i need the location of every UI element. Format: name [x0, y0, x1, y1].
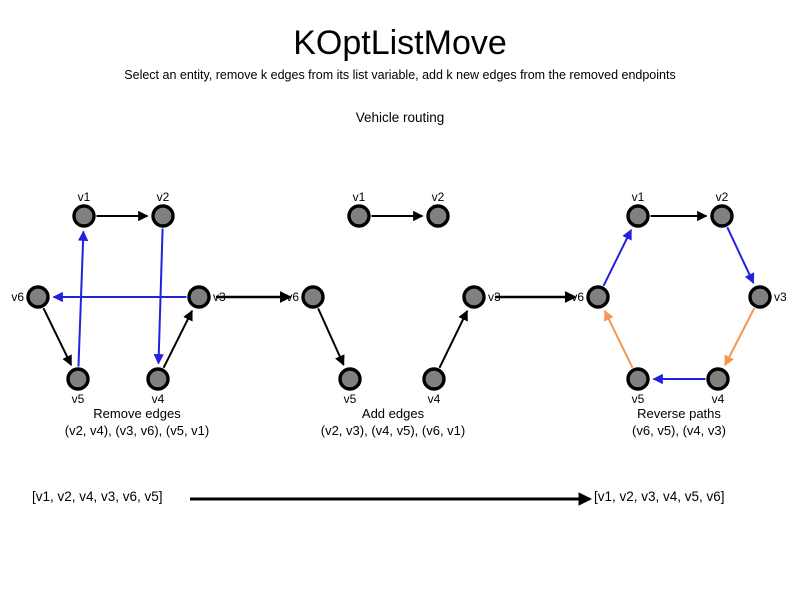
page-title: KOptListMove [293, 24, 507, 62]
node-circle [426, 204, 450, 228]
node-label-v4: v4 [428, 392, 441, 406]
node-label-v2: v2 [157, 190, 170, 204]
page-subtitle: Select an entity, remove k edges from it… [124, 68, 676, 82]
node-label-v4: v4 [152, 392, 165, 406]
section-label: Vehicle routing [355, 110, 445, 125]
after-list-text: [v1, v2, v3, v4, v5, v6] [594, 489, 725, 504]
node-v1[interactable]: v1 [347, 190, 371, 228]
node-circle [338, 367, 362, 391]
node-circle [462, 285, 486, 309]
node-label-v5: v5 [632, 392, 645, 406]
edge-v3-to-v4 [724, 307, 756, 367]
caption-detail: (v6, v5), (v4, v3) [632, 423, 726, 438]
node-v4[interactable]: v4 [146, 367, 170, 406]
node-v5[interactable]: v5 [338, 367, 362, 406]
node-label-v5: v5 [344, 392, 357, 406]
node-v1[interactable]: v1 [72, 190, 96, 228]
node-circle [422, 367, 446, 391]
node-circle [626, 367, 650, 391]
node-circle [301, 285, 325, 309]
node-label-v3: v3 [213, 290, 226, 304]
node-label-v1: v1 [632, 190, 645, 204]
panel-caption-remove-edges: Remove edges (v2, v4), (v3, v6), (v5, v1) [65, 406, 209, 438]
node-label-v6: v6 [571, 290, 584, 304]
node-circle [748, 285, 772, 309]
footer-layer: [v1, v2, v4, v3, v6, v5] [v1, v2, v3, v4,… [32, 489, 725, 506]
node-v4[interactable]: v4 [706, 367, 730, 406]
node-circle [66, 367, 90, 391]
node-v6[interactable]: v6 [571, 285, 610, 309]
edge-v4-to-v3 [162, 309, 193, 369]
edge-v2-to-v3 [726, 226, 755, 284]
node-v3[interactable]: v3 [748, 285, 787, 309]
node-circle [187, 285, 211, 309]
edge-v6-to-v1 [602, 228, 633, 287]
node-circle [146, 367, 170, 391]
node-circle [151, 204, 175, 228]
panel-caption-reverse-paths: Reverse paths (v6, v5), (v4, v3) [632, 406, 726, 438]
caption-title: Reverse paths [637, 406, 721, 421]
nodes-layer: v1 v2 v3 v4 v5 v6 v1 v2 v3 v4 v5 v6 v1 v2 v3 v4 v5 v6 [11, 190, 787, 406]
node-v3[interactable]: v3 [462, 285, 501, 309]
edge-v4-to-v3 [438, 309, 469, 369]
node-v3[interactable]: v3 [187, 285, 226, 309]
node-label-v2: v2 [432, 190, 445, 204]
node-circle [586, 285, 610, 309]
node-v2[interactable]: v2 [151, 190, 175, 228]
node-circle [706, 367, 730, 391]
edge-v6-to-v5 [42, 307, 73, 367]
caption-detail: (v2, v4), (v3, v6), (v5, v1) [65, 423, 209, 438]
node-v1[interactable]: v1 [626, 190, 650, 228]
edge-v5-to-v1 [77, 230, 89, 367]
node-circle [26, 285, 50, 309]
node-label-v2: v2 [716, 190, 729, 204]
caption-detail: (v2, v3), (v4, v5), (v6, v1) [321, 423, 465, 438]
edges-layer [42, 210, 756, 385]
node-label-v3: v3 [774, 290, 787, 304]
node-circle [626, 204, 650, 228]
node-label-v4: v4 [712, 392, 725, 406]
caption-title: Remove edges [93, 406, 181, 421]
edge-v6-to-v5 [317, 307, 345, 366]
node-label-v6: v6 [11, 290, 24, 304]
caption-title: Add edges [362, 406, 425, 421]
edge-v5-to-v6 [603, 309, 634, 369]
captions-layer: Remove edges (v2, v4), (v3, v6), (v5, v1)… [65, 406, 726, 438]
node-v4[interactable]: v4 [422, 367, 446, 406]
node-v5[interactable]: v5 [66, 367, 90, 406]
node-label-v6: v6 [286, 290, 299, 304]
node-label-v5: v5 [72, 392, 85, 406]
node-label-v3: v3 [488, 290, 501, 304]
node-v5[interactable]: v5 [626, 367, 650, 406]
before-list-text: [v1, v2, v4, v3, v6, v5] [32, 489, 163, 504]
node-circle [72, 204, 96, 228]
node-label-v1: v1 [353, 190, 366, 204]
node-v6[interactable]: v6 [11, 285, 50, 309]
node-v2[interactable]: v2 [426, 190, 450, 228]
panel-caption-add-edges: Add edges (v2, v3), (v4, v5), (v6, v1) [321, 406, 465, 438]
node-v2[interactable]: v2 [710, 190, 734, 228]
node-v6[interactable]: v6 [286, 285, 325, 309]
node-circle [710, 204, 734, 228]
node-circle [347, 204, 371, 228]
node-label-v1: v1 [78, 190, 91, 204]
